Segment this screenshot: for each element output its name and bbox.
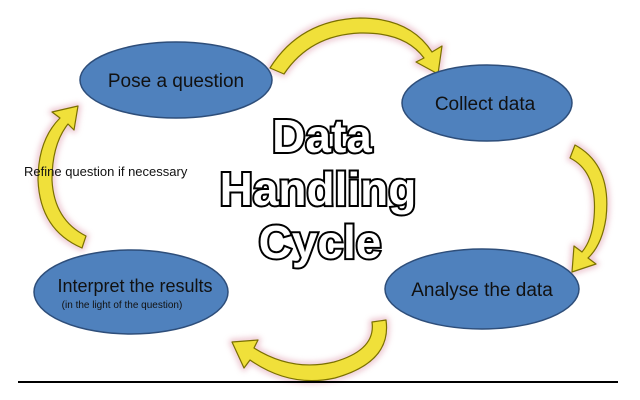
node-pose-a-question: Pose a question xyxy=(79,41,273,119)
title-line-1: Data xyxy=(272,110,372,162)
node-interpret-sublabel: (in the light of the question) xyxy=(62,300,183,311)
title-line-3: Cycle xyxy=(259,216,382,268)
node-collect-label: Collect data xyxy=(435,94,536,115)
refine-question-note: Refine question if necessary xyxy=(24,164,188,179)
node-interpret-the-results: Interpret the results (in the light of t… xyxy=(33,249,229,335)
node-analyse-the-data: Analyse the data xyxy=(384,248,580,330)
arrow-collect-to-analyse xyxy=(567,142,610,275)
arrow-analyse-to-interpret xyxy=(229,317,390,384)
diagram-title: Data Handling Cycle xyxy=(218,108,419,270)
node-pose-label: Pose a question xyxy=(108,71,244,92)
arrow-pose-to-collect xyxy=(267,15,445,77)
node-analyse-label: Analyse the data xyxy=(411,280,553,301)
arrow-interpret-to-pose xyxy=(35,103,89,251)
node-collect-data: Collect data xyxy=(401,64,573,142)
title-line-2: Handling xyxy=(220,163,417,215)
node-interpret-label: Interpret the results xyxy=(57,276,212,296)
